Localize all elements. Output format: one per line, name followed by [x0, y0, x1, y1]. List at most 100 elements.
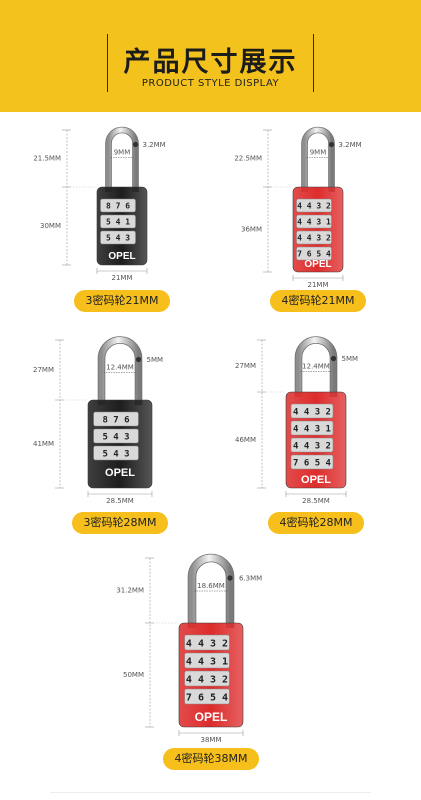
dial-wheel: [93, 411, 139, 427]
body-height-label: 50MM: [123, 671, 144, 679]
brand-logo-text: OPEL: [304, 259, 331, 270]
dial-wheel: [290, 437, 334, 453]
brand-logo-text: OPEL: [105, 467, 135, 479]
dial-digits: 7 6 5 4: [297, 250, 331, 259]
dial-digits: 7 6 5 4: [293, 459, 332, 469]
body-height-label: 46MM: [235, 436, 256, 444]
product-card-5: 4 4 3 2 4 4 3 1 4 4 3 2 7 6 5 4 OPEL 31.2MM 50…: [100, 550, 320, 790]
dial-digits: 7 6 5 4: [186, 693, 228, 704]
shackle-thickness-label: 3.2MM: [143, 141, 166, 149]
dial-wheel: [296, 230, 332, 245]
thickness-marker: [135, 356, 142, 363]
product-label-pill: 3密码轮21MM: [73, 290, 171, 312]
width-label: 21MM: [308, 281, 329, 289]
height-dimension: 31.2MM 50MM: [116, 557, 177, 728]
shackle-thickness-label: 5MM: [342, 355, 359, 363]
dial-wheel: [296, 246, 332, 261]
dial-wheel: [290, 420, 334, 436]
thickness-marker: [132, 141, 139, 148]
shackle-height-label: 22.5MM: [234, 155, 262, 163]
dial-wheel: [100, 198, 136, 213]
dial-wheel: [296, 198, 332, 213]
dial-wheel: [290, 403, 334, 419]
footer-divider: [50, 792, 371, 793]
dial-wheel: [296, 214, 332, 229]
dial-digits: 5 4 3: [102, 450, 129, 460]
dial-wheel: [184, 634, 230, 651]
dial-digits: 4 4 3 2: [186, 639, 228, 650]
page-subtitle: PRODUCT STYLE DISPLAY: [141, 78, 280, 89]
product-label-pill: 3密码轮28MM: [71, 512, 169, 534]
shackle: [106, 127, 138, 192]
shackle: [98, 337, 142, 405]
shackle-gap-label: 12.4MM: [106, 364, 134, 372]
product-label-pill: 4密码轮21MM: [269, 290, 367, 312]
shackle-gap-label: 12.4MM: [302, 363, 330, 371]
body-height-label: 41MM: [33, 440, 54, 448]
dial-digits: 4 4 3 2: [293, 408, 331, 418]
shackle-thickness-label: 3.2MM: [339, 141, 362, 149]
width-label: 21MM: [112, 274, 133, 282]
thickness-marker: [227, 575, 233, 581]
shackle-height-label: 21.5MM: [33, 155, 61, 163]
shackle-gap-label: 9MM: [310, 149, 327, 157]
shackle-outline: [301, 126, 335, 192]
dial-wheel: [184, 670, 230, 687]
dial-digits: 5 4 3: [106, 234, 130, 243]
padlock-drawing: 4 4 3 2 4 4 3 1 4 4 3 2 7 6 5 4 OPEL 27MM 46MM…: [235, 336, 359, 505]
shackle-thickness-label: 5MM: [147, 356, 164, 364]
shackle-height-label: 27MM: [235, 362, 256, 370]
dial-digits: 4 4 3 2: [293, 442, 331, 452]
dial-wheel: [93, 445, 139, 461]
dial-wheel: [100, 214, 136, 229]
width-label: 28.5MM: [106, 497, 134, 505]
dial-digits: 5 4 3: [102, 433, 129, 443]
height-dimension: 27MM 46MM: [235, 339, 284, 489]
brand-logo-text: OPEL: [301, 474, 331, 486]
shackle-outline: [105, 126, 139, 192]
dial-digits: 8 7 6: [102, 416, 129, 426]
thickness-marker: [330, 355, 337, 362]
shackle: [295, 337, 337, 397]
product-card-4: 4 4 3 2 4 4 3 1 4 4 3 2 7 6 5 4 OPEL 27MM 46MM…: [210, 330, 421, 545]
dial-digits: 4 4 3 1: [293, 425, 331, 435]
shackle-gap-label: 18.6MM: [197, 582, 225, 590]
width-label: 28.5MM: [302, 497, 330, 505]
padlock-drawing: 8 7 6 5 4 3 5 4 3 OPEL 27MM 41MM 12.4MM 5MM 28.5…: [33, 336, 164, 505]
shackle-thickness-label: 6.3MM: [239, 575, 262, 583]
height-dimension: 22.5MM 36MM: [234, 129, 291, 273]
dial-digits: 4 4 3 2: [186, 675, 228, 686]
dial-wheel: [290, 454, 334, 470]
dial-digits: 4 4 3 1: [186, 657, 228, 668]
padlock-drawing: 4 4 3 24 4 3 14 4 3 27 6 5 4OPEL22.5MM36…: [234, 126, 362, 289]
thickness-marker: [328, 141, 335, 148]
body-height-label: 36MM: [241, 226, 262, 234]
dial-digits: 8 7 6: [106, 202, 130, 211]
header-band: [0, 0, 421, 112]
dial-digits: 5 4 1: [106, 218, 130, 227]
product-card-3: 8 7 6 5 4 3 5 4 3 OPEL 27MM 41MM 12.4MM 5MM 28.5…: [0, 330, 210, 545]
height-dimension: 27MM 41MM: [33, 339, 86, 489]
brand-logo-text: OPEL: [108, 251, 135, 262]
product-label-pill: 4密码轮38MM: [162, 748, 260, 770]
header-divider-right: [313, 34, 314, 92]
brand-logo-text: OPEL: [195, 710, 228, 724]
product-label-pill: 4密码轮28MM: [267, 512, 365, 534]
dial-digits: 4 4 3 1: [297, 218, 331, 227]
shackle-gap-label: 9MM: [114, 149, 131, 157]
padlock-drawing: 4 4 3 2 4 4 3 1 4 4 3 2 7 6 5 4 OPEL 31.2MM 50…: [116, 553, 262, 744]
dial-wheel: [184, 652, 230, 669]
page-title: 产品尺寸展示: [123, 47, 298, 78]
shackle: [302, 127, 334, 192]
width-label: 38MM: [201, 736, 222, 744]
shackle: [188, 554, 234, 628]
shackle-height-label: 27MM: [33, 366, 54, 374]
dial-wheel: [93, 428, 139, 444]
dial-wheel: [100, 230, 136, 245]
dial-digits: 4 4 3 2: [297, 234, 331, 243]
shackle-height-label: 31.2MM: [116, 587, 144, 595]
